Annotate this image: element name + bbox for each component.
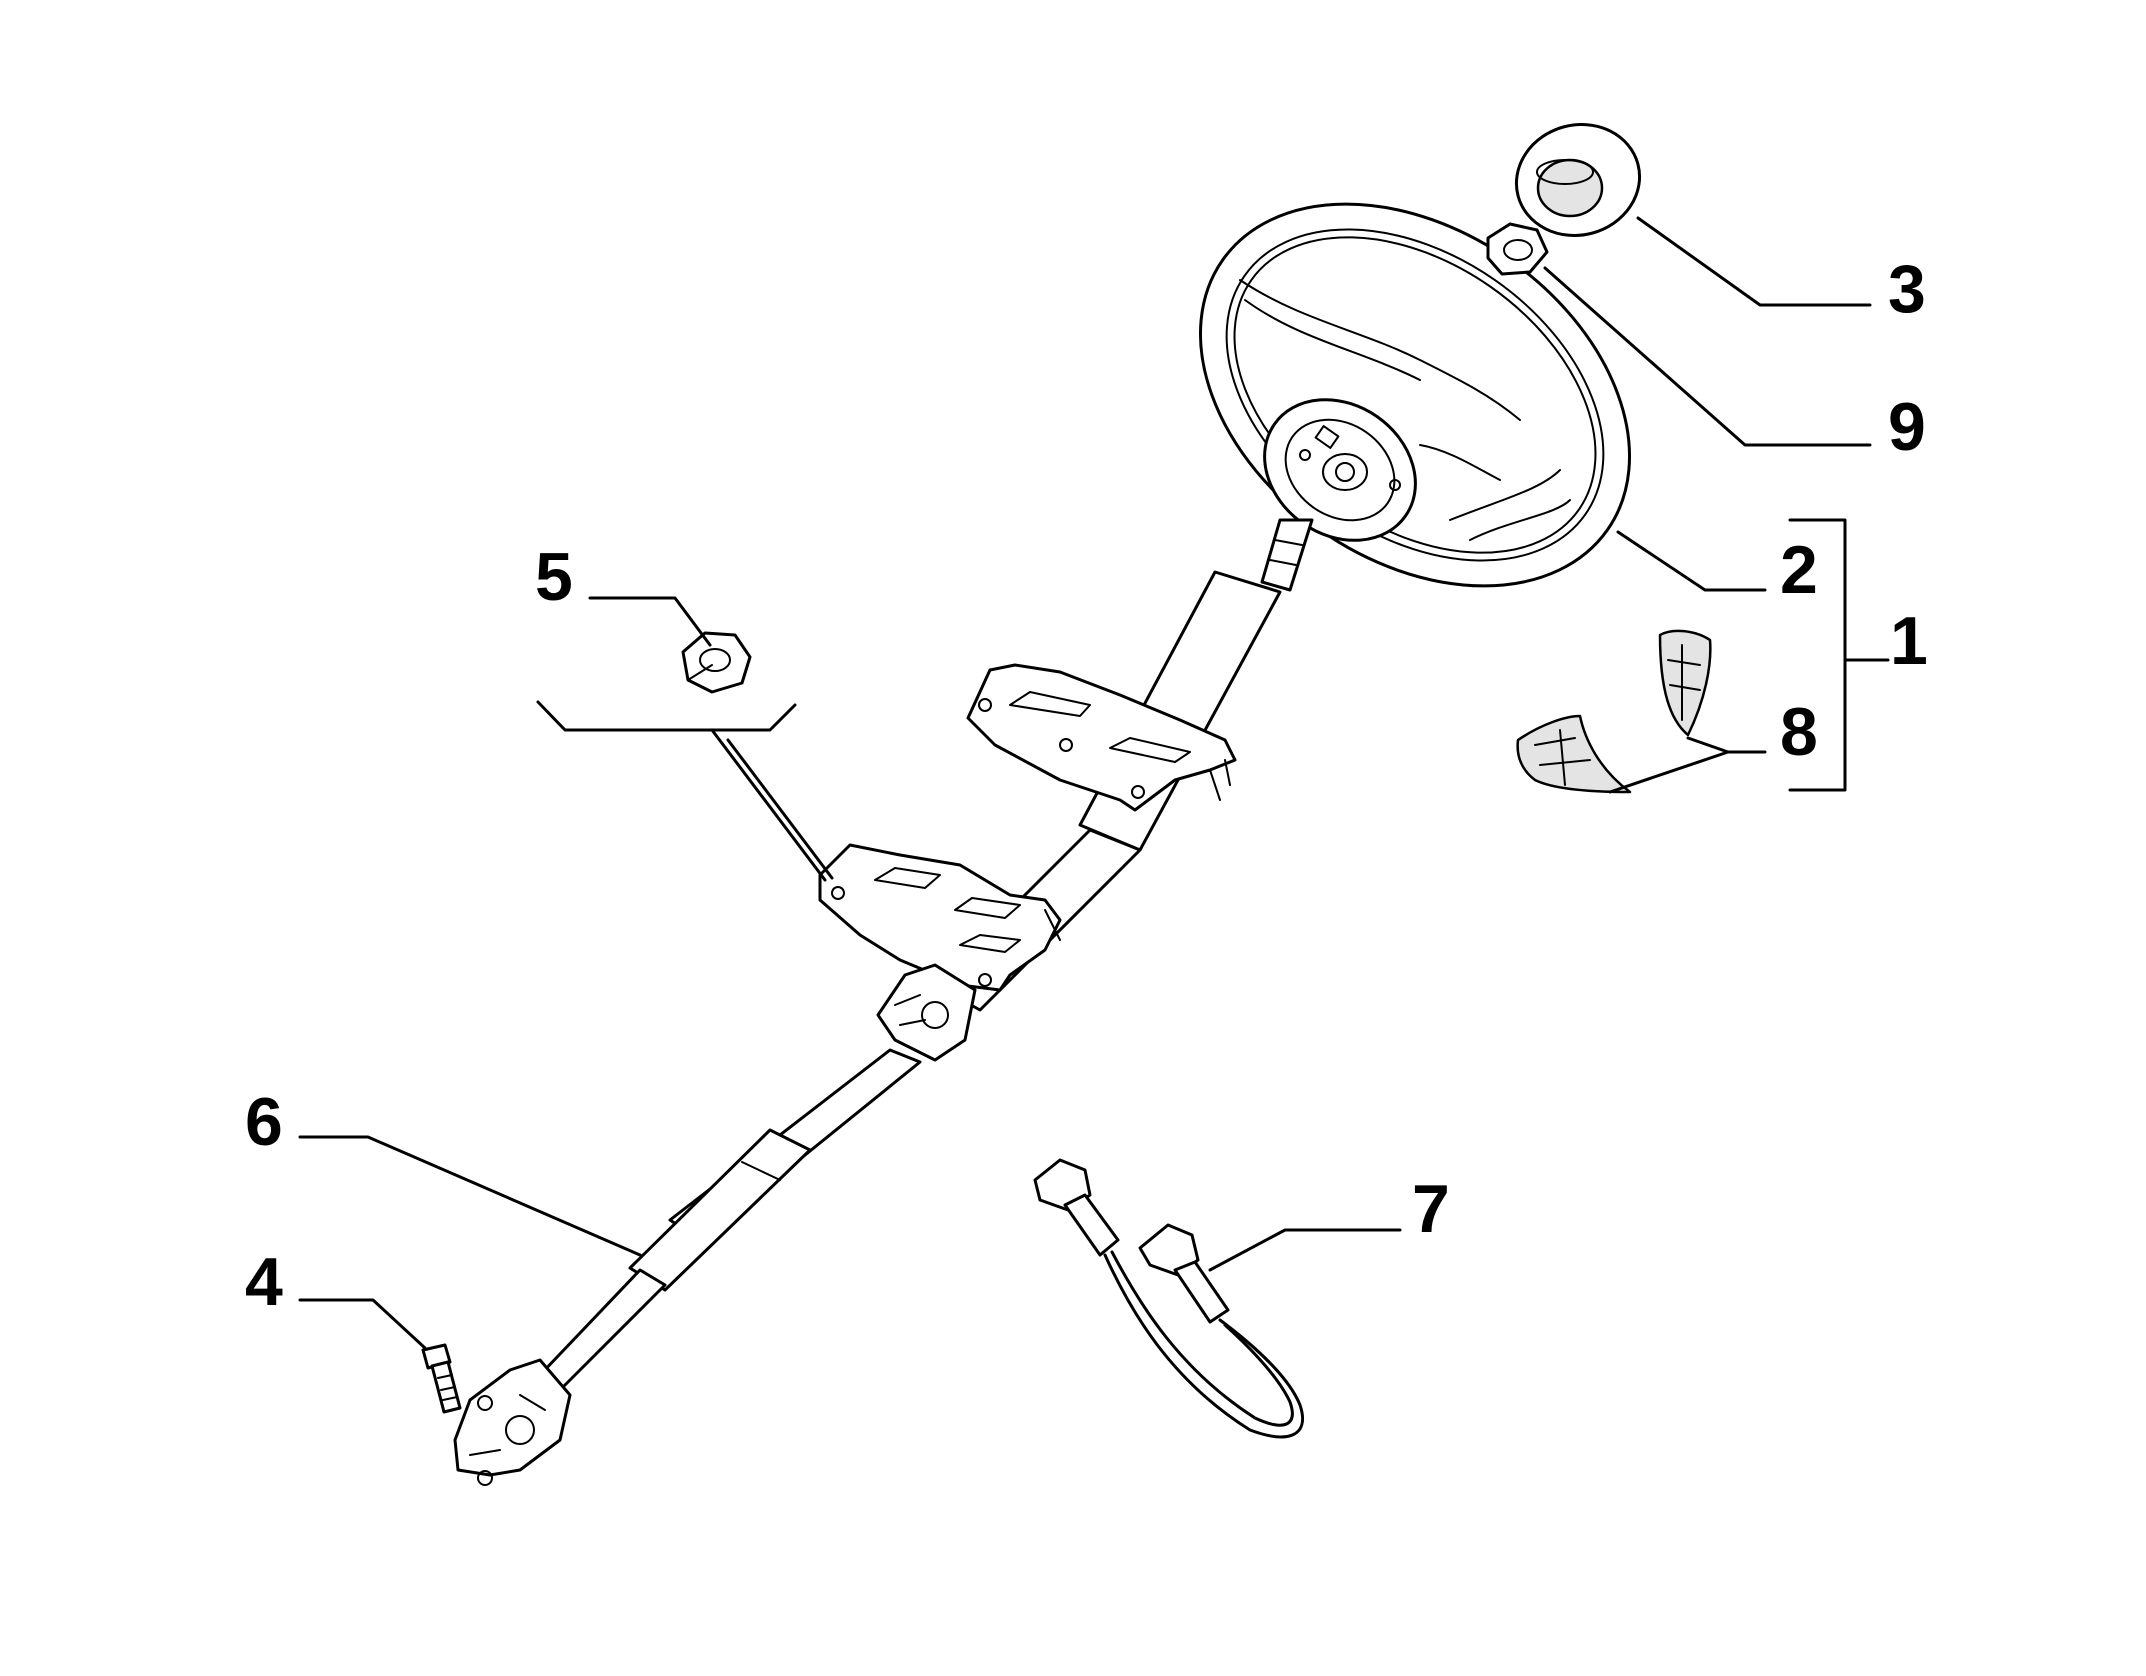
- bracket-1: [1788, 518, 1847, 792]
- leader-8a: [1686, 736, 1767, 754]
- leader-3: [1636, 216, 1872, 307]
- callout-6: 6: [245, 1084, 283, 1160]
- leader-5-tie-c: [710, 728, 827, 882]
- callouts: 3 9 2 1 8 5 6 4 7: [245, 251, 1928, 1320]
- callout-2: 2: [1780, 532, 1818, 608]
- leader-7: [1208, 1228, 1402, 1272]
- leader-8b: [1608, 750, 1730, 794]
- bolt: [421, 1343, 462, 1414]
- callout-7: 7: [1412, 1171, 1450, 1247]
- nut: [681, 631, 752, 694]
- callout-4: 4: [245, 1244, 283, 1320]
- wiring-harness: [1033, 1158, 1304, 1439]
- leader-9: [1543, 266, 1872, 447]
- steering-column: [453, 518, 1314, 1486]
- leader-6: [298, 1135, 642, 1257]
- leader-4: [298, 1298, 427, 1350]
- leader-lines: [298, 216, 1890, 1350]
- leader-2: [1616, 530, 1767, 592]
- leader-5-tie-e: [726, 738, 834, 880]
- leader-5-tie-b: [710, 703, 797, 732]
- callout-5: 5: [535, 539, 573, 615]
- horn-cover: [1514, 123, 1642, 237]
- callout-8: 8: [1780, 694, 1818, 770]
- leader-5: [588, 596, 712, 647]
- steering-wheel-trim: [1516, 629, 1712, 794]
- callout-1: 1: [1890, 603, 1928, 679]
- wheel-nut: [1486, 222, 1549, 276]
- callout-9: 9: [1888, 389, 1926, 465]
- callout-3: 3: [1888, 251, 1926, 327]
- leader-5-tie-a: [536, 700, 714, 732]
